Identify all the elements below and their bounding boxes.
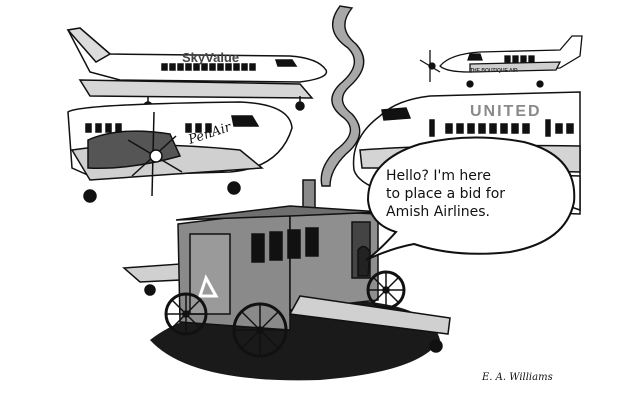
chimney-smoke xyxy=(320,5,365,187)
boutique-plane xyxy=(419,35,583,88)
amish-buggy xyxy=(122,179,451,358)
speech-line-2: to place a bid for xyxy=(386,186,505,202)
speech-line-3: Amish Airlines. xyxy=(386,204,490,220)
speech-line-1: Hello? I'm here xyxy=(386,168,491,184)
skyvalue-jet xyxy=(66,27,328,111)
united-brand: UNITED xyxy=(470,103,542,120)
speech-bubble xyxy=(365,136,576,261)
skyvalue-brand: SkyValue xyxy=(182,50,239,65)
boutique-brand: THE BOUTIQUE AIR xyxy=(470,68,518,74)
penair-turboprop xyxy=(67,101,293,203)
artist-signature: E. A. Williams xyxy=(481,372,553,383)
